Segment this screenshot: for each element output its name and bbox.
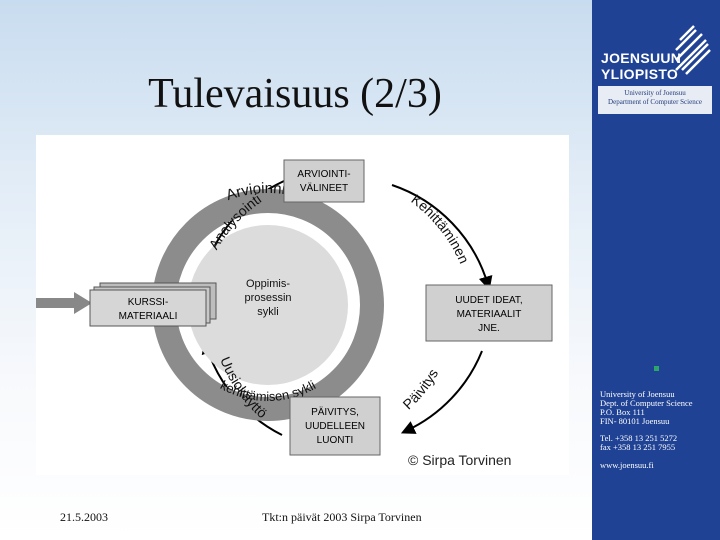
center-line-3: sykli <box>257 306 278 318</box>
address-phone: Tel. +358 13 251 5272 <box>600 433 678 443</box>
logo-line-2: YLIOPISTO <box>601 66 679 82</box>
incoming-arrow-shaft <box>36 298 74 308</box>
box-kurssimateriaali <box>89 289 207 327</box>
box-left-line-1: KURSSI- <box>128 297 169 308</box>
box-right-line-2: MATERIAALIT <box>457 309 522 320</box>
address-line-1: University of Joensuu <box>600 389 675 399</box>
arc-kehittaminen-arrow <box>391 184 493 291</box>
cycle-diagram-svg: Arvioinnin ja kehittämisen sykli Analyso… <box>36 159 553 468</box>
address-fax: fax +358 13 251 7955 <box>600 442 676 452</box>
box-right-line-1: UUDET IDEAT, <box>455 295 522 306</box>
green-bullet <box>654 366 659 371</box>
copyright-text: © Sirpa Torvinen <box>408 452 511 468</box>
box-arviointivalineet <box>283 159 365 203</box>
box-bottom-line-1: PÄIVITYS, <box>311 406 359 418</box>
incoming-arrow-head <box>74 292 92 314</box>
center-label: Oppimis- prosessin sykli <box>244 278 291 318</box>
box-bottom-line-3: LUONTI <box>317 435 354 446</box>
label-paivitys: Päivitys <box>400 366 442 412</box>
box-left-line-2: MATERIAALI <box>119 311 178 322</box>
label-kehittaminen: Kehittäminen <box>408 191 472 266</box>
learning-cycle-disc <box>188 225 348 385</box>
center-line-2: prosessin <box>244 292 291 304</box>
box-paivitys-luonti <box>289 396 381 456</box>
department-box: University of Joensuu Department of Comp… <box>598 86 712 114</box>
university-logo-icon <box>675 25 711 75</box>
footer-center: Tkt:n päivät 2003 Sirpa Torvinen <box>262 510 422 524</box>
center-line-1: Oppimis- <box>246 278 290 290</box>
address-website-link[interactable]: www.joensuu.fi <box>600 460 654 470</box>
address-line-2: Dept. of Computer Science <box>600 398 693 408</box>
box-right-line-3: JNE. <box>478 323 500 334</box>
dept-line-2: Department of Computer Science <box>608 98 702 106</box>
cycle-diagram: Arvioinnin ja kehittämisen sykli Analyso… <box>36 135 569 475</box>
box-bottom-line-2: UUDELLEEN <box>305 421 365 432</box>
dept-line-1: University of Joensuu <box>624 89 686 97</box>
slide-title: Tulevaisuus (2/3) <box>148 71 442 117</box>
box-top-line-1: ARVIOINTI- <box>297 169 350 180</box>
arc-paivitys-arrow <box>400 350 483 434</box>
address-line-3: P.O. Box 111 <box>600 407 645 417</box>
footer-date: 21.5.2003 <box>60 510 108 524</box>
logo-line-1: JOENSUUN <box>601 50 682 66</box>
sidebar: JOENSUUN YLIOPISTO <box>592 0 720 540</box>
box-top-line-2: VÄLINEET <box>300 182 348 194</box>
box-uudet-ideat <box>425 284 553 342</box>
address-line-4: FIN- 80101 Joensuu <box>600 416 670 426</box>
